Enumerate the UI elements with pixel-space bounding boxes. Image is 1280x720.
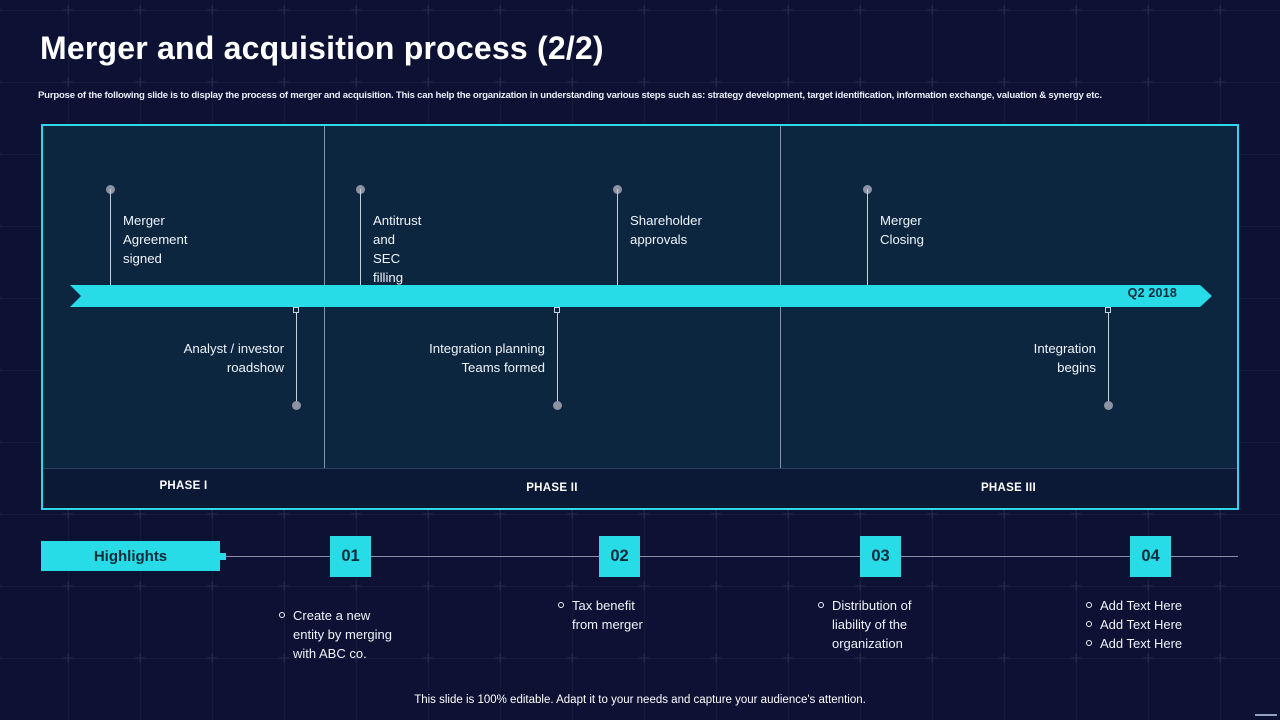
list-item: Add Text Here [1086, 634, 1266, 653]
phase-label-1: PHASE I [159, 480, 208, 492]
milestone-dot-icon [292, 401, 301, 410]
timeline-panel: Merger Agreement signed Antitrust and SE… [41, 124, 1239, 510]
highlights-connector-square-icon [219, 553, 226, 560]
bullet-label: Add Text Here [1100, 617, 1183, 632]
milestone-stem [360, 189, 361, 295]
highlights-connector-line [222, 556, 1238, 557]
page-title: Merger and acquisition process (2/2) [40, 30, 604, 66]
bullet-label: Create a new entity by merging with ABC … [293, 608, 392, 661]
list-item: Create a new entity by merging with ABC … [279, 606, 459, 663]
bullet-label: Add Text Here [1100, 636, 1183, 651]
bullet-circle-icon [279, 612, 285, 618]
highlight-column-02: Tax benefit from merger [558, 596, 738, 634]
milestone-square-icon [1105, 307, 1111, 313]
milestone-label: Integration begins [1033, 341, 1096, 375]
highlights-badge[interactable]: Highlights [41, 541, 220, 571]
milestone-label: Merger Agreement signed [123, 213, 188, 266]
milestone-stem [1108, 313, 1109, 404]
milestone-stem [296, 313, 297, 404]
phase-divider-1 [324, 126, 325, 508]
highlight-column-01: Create a new entity by merging with ABC … [279, 606, 459, 663]
milestone-dot-icon [1104, 401, 1113, 410]
milestone-stem [557, 313, 558, 404]
bullet-circle-icon [1086, 621, 1092, 627]
milestone-label: Merger Closing [880, 213, 924, 247]
bullet-label: Distribution of liability of the organiz… [832, 598, 912, 651]
highlight-number-04[interactable]: 04 [1130, 536, 1171, 577]
timeline-panel-inner: Merger Agreement signed Antitrust and SE… [43, 126, 1237, 508]
bullet-circle-icon [1086, 602, 1092, 608]
milestone-label: Antitrust and SEC filling [373, 213, 422, 285]
highlight-number-01[interactable]: 01 [330, 536, 371, 577]
list-item: Add Text Here [1086, 596, 1266, 615]
phase-label-2: PHASE II [526, 482, 578, 494]
highlight-number-02[interactable]: 02 [599, 536, 640, 577]
bullet-label: Tax benefit from merger [572, 598, 643, 632]
highlight-column-04: Add Text Here Add Text Here Add Text Her… [1086, 596, 1266, 653]
bullet-label: Add Text Here [1100, 598, 1183, 613]
phase-label-3: PHASE III [980, 482, 1037, 494]
milestone-stem [110, 189, 111, 295]
page-subtitle: Purpose of the following slide is to dis… [38, 90, 1102, 101]
milestone-stem [867, 189, 868, 295]
list-item: Tax benefit from merger [558, 596, 738, 634]
bullet-circle-icon [558, 602, 564, 608]
timeline-quarter-label: Q2 2018 [1127, 286, 1177, 300]
footer-note: This slide is 100% editable. Adapt it to… [414, 694, 866, 706]
highlight-number-03[interactable]: 03 [860, 536, 901, 577]
phase-strip [43, 468, 1237, 508]
milestone-square-icon [293, 307, 299, 313]
timeline-arrow [70, 285, 1212, 307]
milestone-label: Analyst / investor roadshow [183, 341, 284, 375]
list-item: Add Text Here [1086, 615, 1266, 634]
bullet-circle-icon [818, 602, 824, 608]
milestone-dot-icon [553, 401, 562, 410]
list-item: Distribution of liability of the organiz… [818, 596, 998, 653]
phase-divider-2 [780, 126, 781, 508]
highlight-column-03: Distribution of liability of the organiz… [818, 596, 998, 653]
milestone-label: Shareholder approvals [630, 213, 702, 247]
milestone-label: Integration planning Teams formed [429, 341, 545, 375]
footer-rule [1255, 714, 1277, 716]
milestone-square-icon [554, 307, 560, 313]
milestone-stem [617, 189, 618, 295]
bullet-circle-icon [1086, 640, 1092, 646]
